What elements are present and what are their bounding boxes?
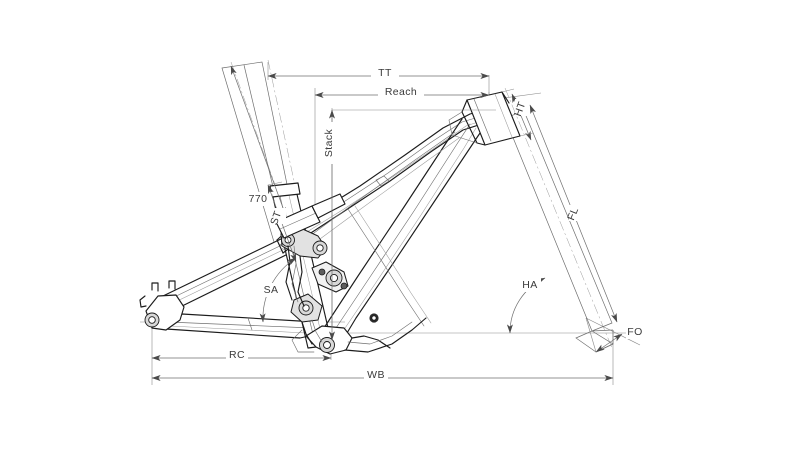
dimension-label-st: ST: [268, 209, 284, 227]
dimension-label-ht: HT: [512, 100, 528, 118]
bottom-bracket: [291, 325, 391, 355]
fork: [504, 110, 614, 353]
dimension-label-rc: RC: [229, 349, 245, 361]
top-tube: [276, 107, 493, 254]
dimension-label-reach: Reach: [385, 86, 417, 98]
head-tube: [448, 91, 521, 146]
dimension-label-tt: TT: [378, 67, 392, 79]
dimension-stack: Stack: [323, 109, 496, 341]
dimension-st: ST: [267, 181, 297, 263]
seat-stay: [162, 237, 293, 311]
chain-stay: [159, 313, 319, 339]
lower-frame-members: [344, 313, 427, 353]
construction-lines: [140, 59, 641, 385]
dimension-label-seatpost: 770: [249, 193, 268, 205]
dimension-seatpost: 770: [230, 65, 287, 217]
dimension-label-ha: HA: [522, 279, 537, 291]
dimension-ht: HT: [501, 88, 534, 141]
dimension-rc: RC: [151, 348, 332, 362]
dimension-label-fl: FL: [565, 206, 581, 223]
rear-dropout: [139, 280, 185, 331]
dimension-label-fo: FO: [627, 326, 642, 338]
dimension-fl: FL: [529, 104, 618, 323]
dimension-label-stack: Stack: [323, 129, 335, 158]
dimension-label-wb: WB: [367, 369, 385, 381]
dimension-label-sa: SA: [264, 284, 279, 296]
dimension-fo: FO: [585, 317, 646, 353]
dimension-ha: HA: [506, 277, 546, 334]
dimension-wb: WB: [151, 368, 614, 382]
dimension-reach: Reach: [314, 85, 490, 99]
dimension-tt: TT: [267, 66, 490, 80]
frame-gusset: [298, 131, 460, 327]
dimension-sa: SA: [259, 257, 297, 323]
down-tube: [315, 118, 490, 342]
